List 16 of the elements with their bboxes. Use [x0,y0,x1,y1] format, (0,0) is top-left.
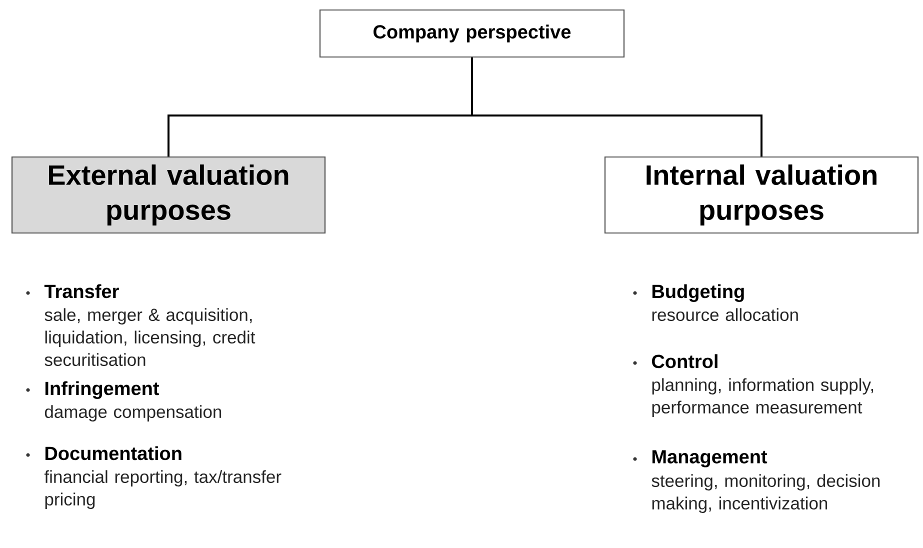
connector [471,58,762,156]
list-heading: Management [652,450,768,468]
list-description: resource allocation [652,308,798,322]
list-description: damage compensation [44,405,222,422]
title-box: Company perspective [319,9,625,58]
list-heading: Budgeting [652,284,744,302]
list-heading: Transfer [44,284,119,298]
title-box: Internal valuation purposes [604,156,919,234]
list-description: sale, merger & acquisition, liquidation, licensing, credit securitisation [44,308,256,366]
list-heading: Infringement [45,381,160,399]
list-heading: Control [652,354,718,368]
list-description: steering, monitoring, decision making, incentivization [652,474,880,513]
list-description: planning, information supply, performance measurement [652,378,874,417]
list-description: financial reporting, tax/transfer pricing [44,470,282,509]
title-box: External valuation purposes [11,156,326,234]
list-heading: Documentation [45,446,182,460]
